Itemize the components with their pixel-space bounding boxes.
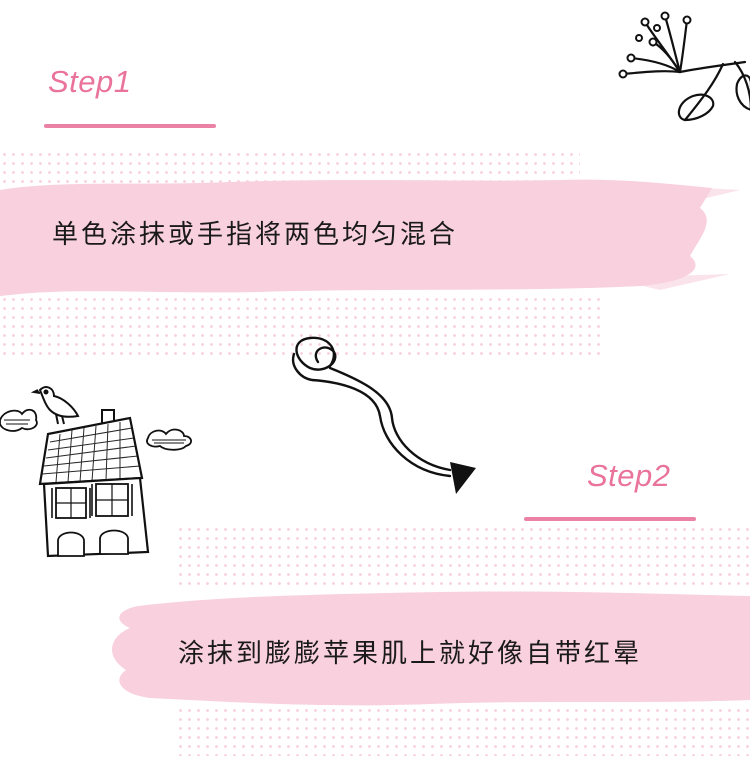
step2-underline: [524, 517, 696, 521]
step1-label: Step1: [48, 64, 132, 99]
step2-dots-top: [176, 525, 750, 589]
step1-brush-stroke: [0, 179, 740, 296]
bird-icon: [30, 386, 80, 425]
step1-caption: 单色涂抹或手指将两色均匀混合: [52, 220, 459, 250]
step2-caption: 涂抹到膨膨苹果肌上就好像自带红晕: [178, 639, 643, 669]
house-icon: [0, 386, 192, 558]
step2-brush-stroke: [112, 591, 750, 706]
step1-dots-bottom: [0, 295, 600, 355]
step1-underline: [44, 124, 216, 128]
flower-icon: [618, 11, 750, 122]
curly-arrow-icon: [291, 336, 476, 494]
step2-label: Step2: [587, 458, 671, 493]
step1-dots-top: [0, 150, 580, 184]
step2-dots-bottom: [176, 706, 750, 756]
